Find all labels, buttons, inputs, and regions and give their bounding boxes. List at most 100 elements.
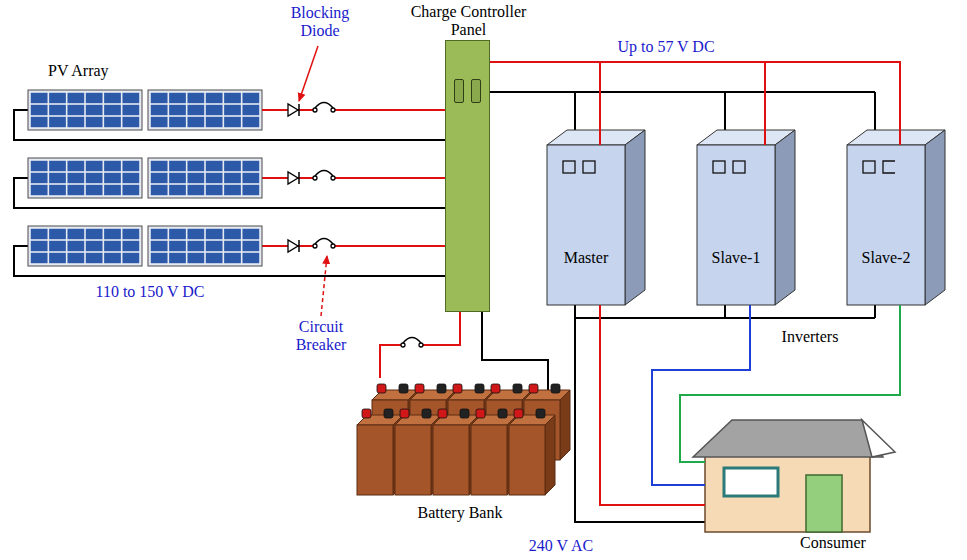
solar-cell: [151, 105, 168, 115]
solar-cell: [169, 117, 186, 127]
solar-cell: [169, 161, 186, 171]
solar-cell: [151, 229, 168, 239]
wire-connector: [490, 62, 765, 145]
cabinet-side: [925, 130, 945, 305]
solar-cell: [49, 93, 66, 103]
solar-cell: [151, 117, 168, 127]
solar-cell: [86, 117, 103, 127]
consumer-house: Consumer: [705, 455, 870, 532]
inverter-box: Slave-1: [697, 145, 775, 305]
solar-cell: [224, 161, 241, 171]
controller-slot: [471, 79, 481, 103]
blocking-diode: [298, 172, 300, 184]
indicator-square: [713, 161, 725, 173]
voltage-label: Up to 57 V DC: [596, 38, 736, 56]
solar-cell: [86, 253, 103, 263]
solar-cell: [187, 161, 204, 171]
solar-cell: [242, 229, 259, 239]
battery-terminal: [514, 409, 523, 418]
callout-label: Blocking Diode: [283, 4, 357, 40]
solar-cell: [206, 229, 223, 239]
battery-terminal: [498, 409, 507, 418]
solar-cell: [67, 241, 84, 251]
solar-cell: [104, 117, 121, 127]
solar-cell: [122, 253, 139, 263]
solar-cell: [224, 93, 241, 103]
solar-cell: [104, 241, 121, 251]
wire-connector: [490, 62, 900, 145]
node-label: Consumer: [783, 534, 883, 552]
solar-cell: [86, 93, 103, 103]
solar-panel: [28, 90, 142, 130]
solar-cell: [187, 105, 204, 115]
indicator-square: [583, 161, 595, 173]
indicator-square: [733, 161, 745, 173]
solar-cell: [31, 185, 48, 195]
solar-cell: [206, 93, 223, 103]
solar-cell: [104, 173, 121, 183]
cabinet-front: [847, 145, 925, 305]
house-window: [724, 468, 778, 496]
solar-cell: [187, 241, 204, 251]
breaker-contact: [331, 244, 335, 248]
house-roof: [693, 420, 883, 457]
breaker-arc: [315, 239, 333, 245]
solar-cell: [187, 185, 204, 195]
house-gable: [862, 420, 895, 457]
inverter-box: Master: [547, 145, 625, 305]
solar-cell: [49, 105, 66, 115]
solar-cell: [206, 253, 223, 263]
solar-cell: [206, 117, 223, 127]
breaker-gap: [313, 176, 335, 180]
solar-cell: [151, 253, 168, 263]
solar-cell: [187, 253, 204, 263]
solar-cell: [224, 173, 241, 183]
breaker-gap: [401, 343, 423, 347]
breaker-contact: [313, 244, 317, 248]
solar-cell: [242, 161, 259, 171]
solar-cell: [224, 253, 241, 263]
battery-terminal: [400, 409, 409, 418]
breaker-arc: [315, 103, 333, 109]
solar-cell: [31, 229, 48, 239]
solar-cell: [242, 105, 259, 115]
solar-cell: [31, 93, 48, 103]
wire: [482, 312, 548, 392]
inverter-cabinets: [547, 130, 945, 305]
solar-cell: [104, 161, 121, 171]
solar-cell: [169, 93, 186, 103]
solar-cell: [122, 105, 139, 115]
battery-bank: Battery Bank: [355, 378, 560, 498]
pv-array: PV Array: [8, 60, 262, 275]
solar-cell: [187, 93, 204, 103]
battery-cell: [357, 425, 393, 495]
callout-arrow: [299, 46, 318, 101]
group-label: Inverters: [768, 328, 852, 346]
callout-label: Circuit Breaker: [278, 318, 364, 354]
solar-panel: [148, 226, 262, 266]
solar-cell: [49, 229, 66, 239]
breaker-gap: [313, 244, 335, 248]
solar-cell: [49, 185, 66, 195]
cabinet-side: [775, 130, 795, 305]
breaker-contact: [313, 176, 317, 180]
solar-cell: [31, 117, 48, 127]
solar-cell: [104, 185, 121, 195]
solar-cell: [31, 241, 48, 251]
battery-bank: [357, 384, 570, 495]
solar-cell: [151, 93, 168, 103]
solar-cell: [169, 185, 186, 195]
solar-cell: [206, 241, 223, 251]
solar-cell: [187, 117, 204, 127]
battery-terminal: [399, 384, 408, 393]
solar-cell: [151, 185, 168, 195]
indicator-square: [883, 161, 895, 173]
solar-cell: [122, 241, 139, 251]
charge-controller-panel: Charge Controller Panel: [445, 40, 490, 312]
solar-cell: [169, 105, 186, 115]
solar-cell: [104, 253, 121, 263]
battery-terminal: [438, 409, 447, 418]
solar-panel: [148, 158, 262, 198]
solar-cell: [169, 229, 186, 239]
